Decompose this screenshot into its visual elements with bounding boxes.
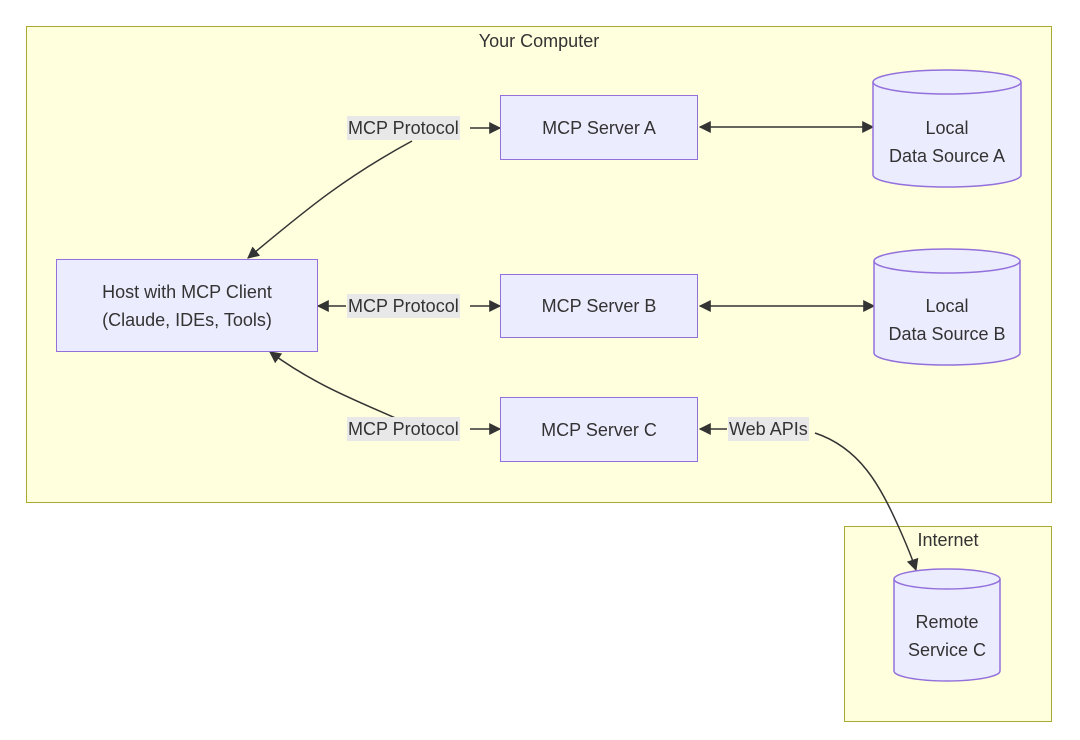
cylinder-data-source-a — [872, 69, 1022, 188]
edge-host-to-label-c — [269, 351, 401, 421]
mcp-server-b-label: MCP Server B — [541, 296, 657, 316]
mcp-server-c-node[interactable]: MCP Server C — [500, 397, 698, 462]
data-source-a-line2: Data Source A — [888, 146, 1006, 166]
remote-service-c-label[interactable]: Remote Service C — [894, 594, 1000, 678]
data-source-a-line1: Local — [925, 118, 969, 138]
mcp-server-a-label: MCP Server A — [542, 117, 656, 138]
host-node-line2: (Claude, IDEs, Tools) — [102, 309, 272, 330]
mcp-server-b-node[interactable]: MCP Server B — [500, 274, 698, 338]
host-node[interactable]: Host with MCP Client (Claude, IDEs, Tool… — [56, 259, 318, 352]
edge-label-mcp-protocol-b: MCP Protocol — [347, 294, 460, 318]
edge-label-mcp-protocol-a: MCP Protocol — [347, 116, 460, 140]
cylinder-data-source-b — [873, 248, 1021, 366]
mcp-server-a-node[interactable]: MCP Server A — [500, 95, 698, 160]
edge-host-to-label-a — [247, 140, 413, 259]
edge-label-mcp-protocol-c: MCP Protocol — [347, 417, 460, 441]
cylinder-remote-service-c — [893, 568, 1001, 682]
cluster-title: Internet — [917, 530, 979, 550]
host-node-line1: Host with MCP Client — [102, 281, 272, 302]
edge-label-web-apis: Web APIs — [728, 417, 809, 441]
edge-web-apis-to-remote — [814, 432, 919, 572]
data-source-b-line1: Local — [925, 296, 969, 316]
mcp-server-c-label: MCP Server C — [541, 419, 657, 440]
cluster-title: Your Computer — [478, 31, 600, 51]
data-source-b-line2: Data Source B — [888, 324, 1006, 344]
remote-service-c-line1: Remote — [915, 612, 979, 632]
cluster-internet: Internet — [844, 526, 1052, 722]
data-source-a-label[interactable]: Local Data Source A — [873, 100, 1021, 184]
data-source-b-label[interactable]: Local Data Source B — [874, 278, 1020, 362]
remote-service-c-line2: Service C — [907, 640, 987, 660]
